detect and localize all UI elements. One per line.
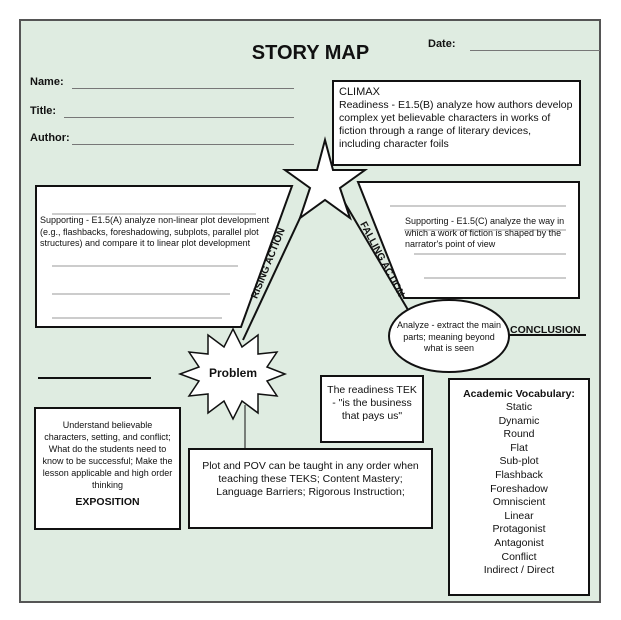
problem-burst	[177, 327, 288, 421]
plot-pov-text: Plot and POV can be taught in any order …	[202, 460, 419, 498]
falling-action-text: Supporting - E1.5(C) analyze the way in …	[405, 216, 565, 249]
problem-label: Problem	[208, 366, 257, 380]
name-label: Name:	[30, 76, 64, 88]
vocabulary-term: Flat	[510, 441, 528, 454]
exposition-text: Understand believable characters, settin…	[42, 420, 173, 490]
vocabulary-term: Protagonist	[492, 523, 546, 536]
falling-action-line	[335, 187, 415, 321]
author-field-line[interactable]	[72, 144, 294, 145]
title-label: Title:	[30, 105, 57, 117]
vocabulary-term: Antagonist	[494, 536, 544, 549]
vocabulary-term: Foreshadow	[490, 482, 548, 495]
conclusion-label: CONCLUSION	[510, 324, 581, 336]
vocabulary-term: Linear	[504, 509, 534, 522]
vocabulary-term: Conflict	[501, 550, 537, 563]
exposition-label: EXPOSITION	[75, 496, 140, 508]
conclusion-ellipse	[388, 299, 510, 373]
climax-star	[281, 136, 369, 221]
climax-heading: CLIMAX	[339, 86, 380, 98]
page-title: STORY MAP	[251, 42, 370, 64]
vocabulary-term: Sub-plot	[499, 455, 539, 468]
author-label: Author:	[30, 132, 70, 144]
rising-action-text: Supporting - E1.5(A) analyze non-linear …	[40, 215, 270, 248]
readiness-tek-text: The readiness TEK - "is the business tha…	[327, 384, 417, 422]
climax-text: Readiness - E1.5(B) analyze how authors …	[339, 99, 573, 150]
vocabulary-term: Dynamic	[498, 414, 540, 427]
vocabulary-term: Round	[503, 428, 535, 441]
falling-action-box	[356, 181, 580, 299]
vocabulary-list: Static Dynamic Round Flat Sub-plot Flash…	[454, 401, 584, 578]
vocabulary-term: Omniscient	[492, 496, 546, 509]
vocabulary-term: Flashback	[495, 468, 543, 481]
vocabulary-heading: Academic Vocabulary:	[463, 388, 575, 400]
date-label: Date:	[428, 38, 456, 50]
exposition-box: Understand believable characters, settin…	[34, 407, 181, 530]
date-field-line[interactable]	[470, 50, 600, 51]
title-field-line[interactable]	[64, 117, 294, 118]
readiness-tek-box: The readiness TEK - "is the business tha…	[320, 375, 424, 443]
academic-vocabulary-box: Academic Vocabulary: Static Dynamic Roun…	[448, 378, 590, 596]
plot-pov-box: Plot and POV can be taught in any order …	[188, 448, 433, 529]
name-field-line[interactable]	[72, 88, 294, 89]
rising-action-box	[35, 185, 294, 328]
climax-box: CLIMAX Readiness - E1.5(B) analyze how a…	[332, 80, 581, 166]
vocabulary-term: Static	[505, 401, 533, 413]
vocabulary-term: Indirect / Direct	[483, 564, 555, 577]
conclusion-text: Analyze - extract the main parts; meanin…	[396, 320, 502, 353]
